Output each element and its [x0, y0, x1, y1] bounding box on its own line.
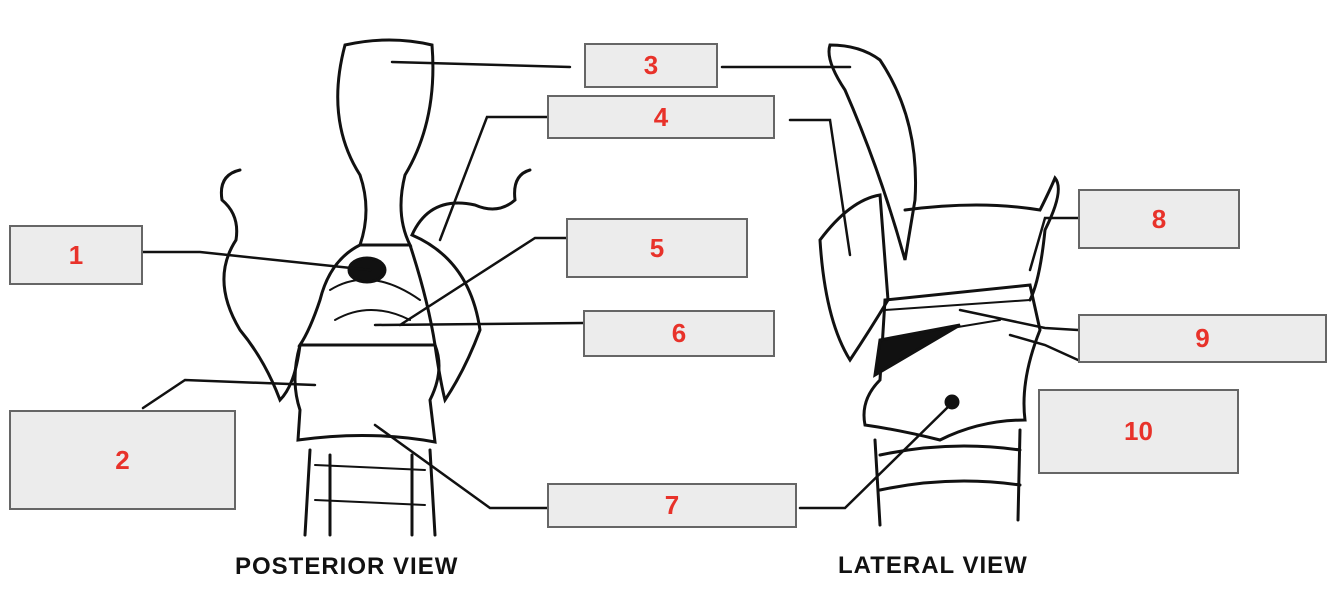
label-box-8[interactable]: 8 — [1078, 189, 1240, 249]
label-number: 10 — [1124, 416, 1153, 446]
label-box-9[interactable]: 9 — [1078, 314, 1327, 363]
label-box-3[interactable]: 3 — [584, 43, 718, 88]
label-number: 4 — [653, 101, 669, 132]
label-number: 3 — [643, 50, 659, 80]
label-box-6[interactable]: 6 — [583, 310, 775, 357]
label-box-4[interactable]: 4 — [547, 95, 775, 139]
posterior-view-title: POSTERIOR VIEW — [235, 553, 459, 580]
label-number: 9 — [1195, 323, 1210, 353]
lateral-larynx-drawing — [818, 43, 1060, 527]
label-box-1[interactable]: 1 — [9, 225, 143, 285]
label-number: 8 — [1151, 203, 1167, 234]
label-number: 7 — [664, 490, 680, 520]
lateral-view-title: LATERAL VIEW — [838, 552, 1028, 579]
leader-lines — [141, 60, 1080, 510]
label-number: 5 — [649, 232, 665, 263]
label-box-5[interactable]: 5 — [566, 218, 748, 278]
label-box-10[interactable]: 10 — [1038, 389, 1239, 474]
posterior-larynx-drawing — [219, 38, 532, 537]
label-box-2[interactable]: 2 — [9, 410, 236, 510]
label-number: 6 — [671, 318, 687, 348]
label-number: 2 — [115, 444, 130, 475]
label-number: 1 — [68, 239, 84, 270]
label-box-7[interactable]: 7 — [547, 483, 797, 528]
